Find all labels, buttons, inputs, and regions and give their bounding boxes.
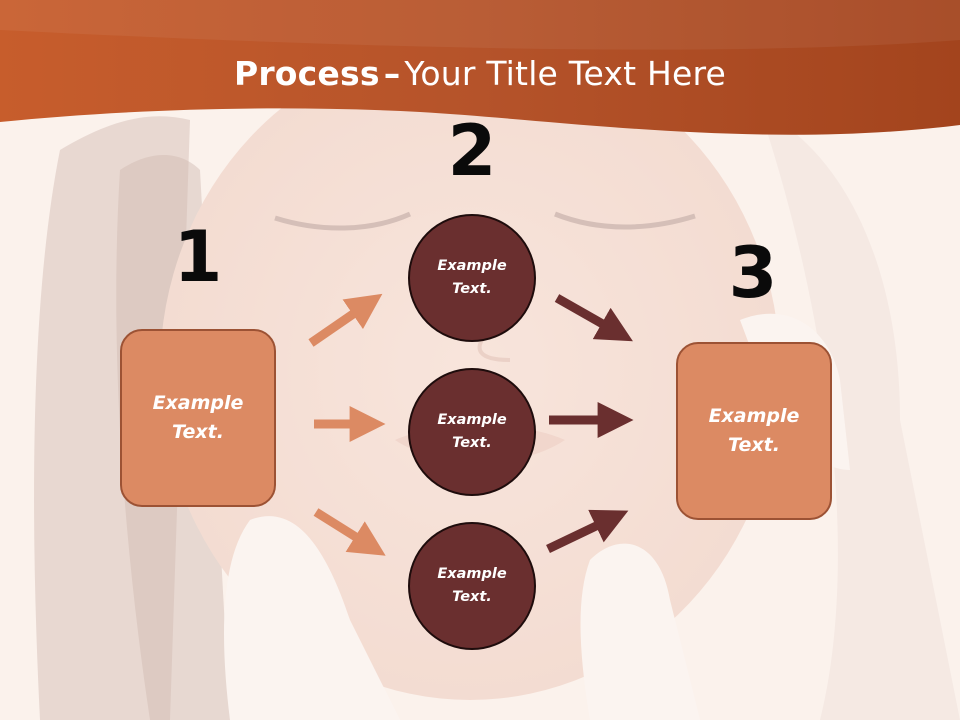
process-circle-bottom: Example Text. xyxy=(408,522,536,650)
arrow-bottom-to-right xyxy=(546,509,629,554)
title-rest: Your Title Text Here xyxy=(404,54,727,93)
left-process-box: Example Text. xyxy=(120,329,276,507)
circle-top-text: Example Text. xyxy=(437,258,507,297)
step-number-3: 3 xyxy=(728,232,778,314)
process-circle-middle: Example Text. xyxy=(408,368,536,496)
slide-title: Process–Your Title Text Here xyxy=(0,52,960,96)
left-box-text: Example Text. xyxy=(152,392,244,443)
right-box-text: Example Text. xyxy=(708,405,800,456)
title-bold: Process xyxy=(233,54,380,93)
process-circle-top: Example Text. xyxy=(408,214,536,342)
right-process-box: Example Text. xyxy=(676,342,832,520)
title-dash: – xyxy=(383,54,401,93)
step-number-2: 2 xyxy=(447,110,497,192)
circle-middle-text: Example Text. xyxy=(437,412,507,451)
arrow-top-to-right xyxy=(554,294,633,342)
arrow-left-to-bottom xyxy=(313,508,386,556)
circle-bottom-text: Example Text. xyxy=(437,566,507,605)
arrow-left-to-top xyxy=(308,293,383,347)
step-number-1: 1 xyxy=(173,216,223,298)
